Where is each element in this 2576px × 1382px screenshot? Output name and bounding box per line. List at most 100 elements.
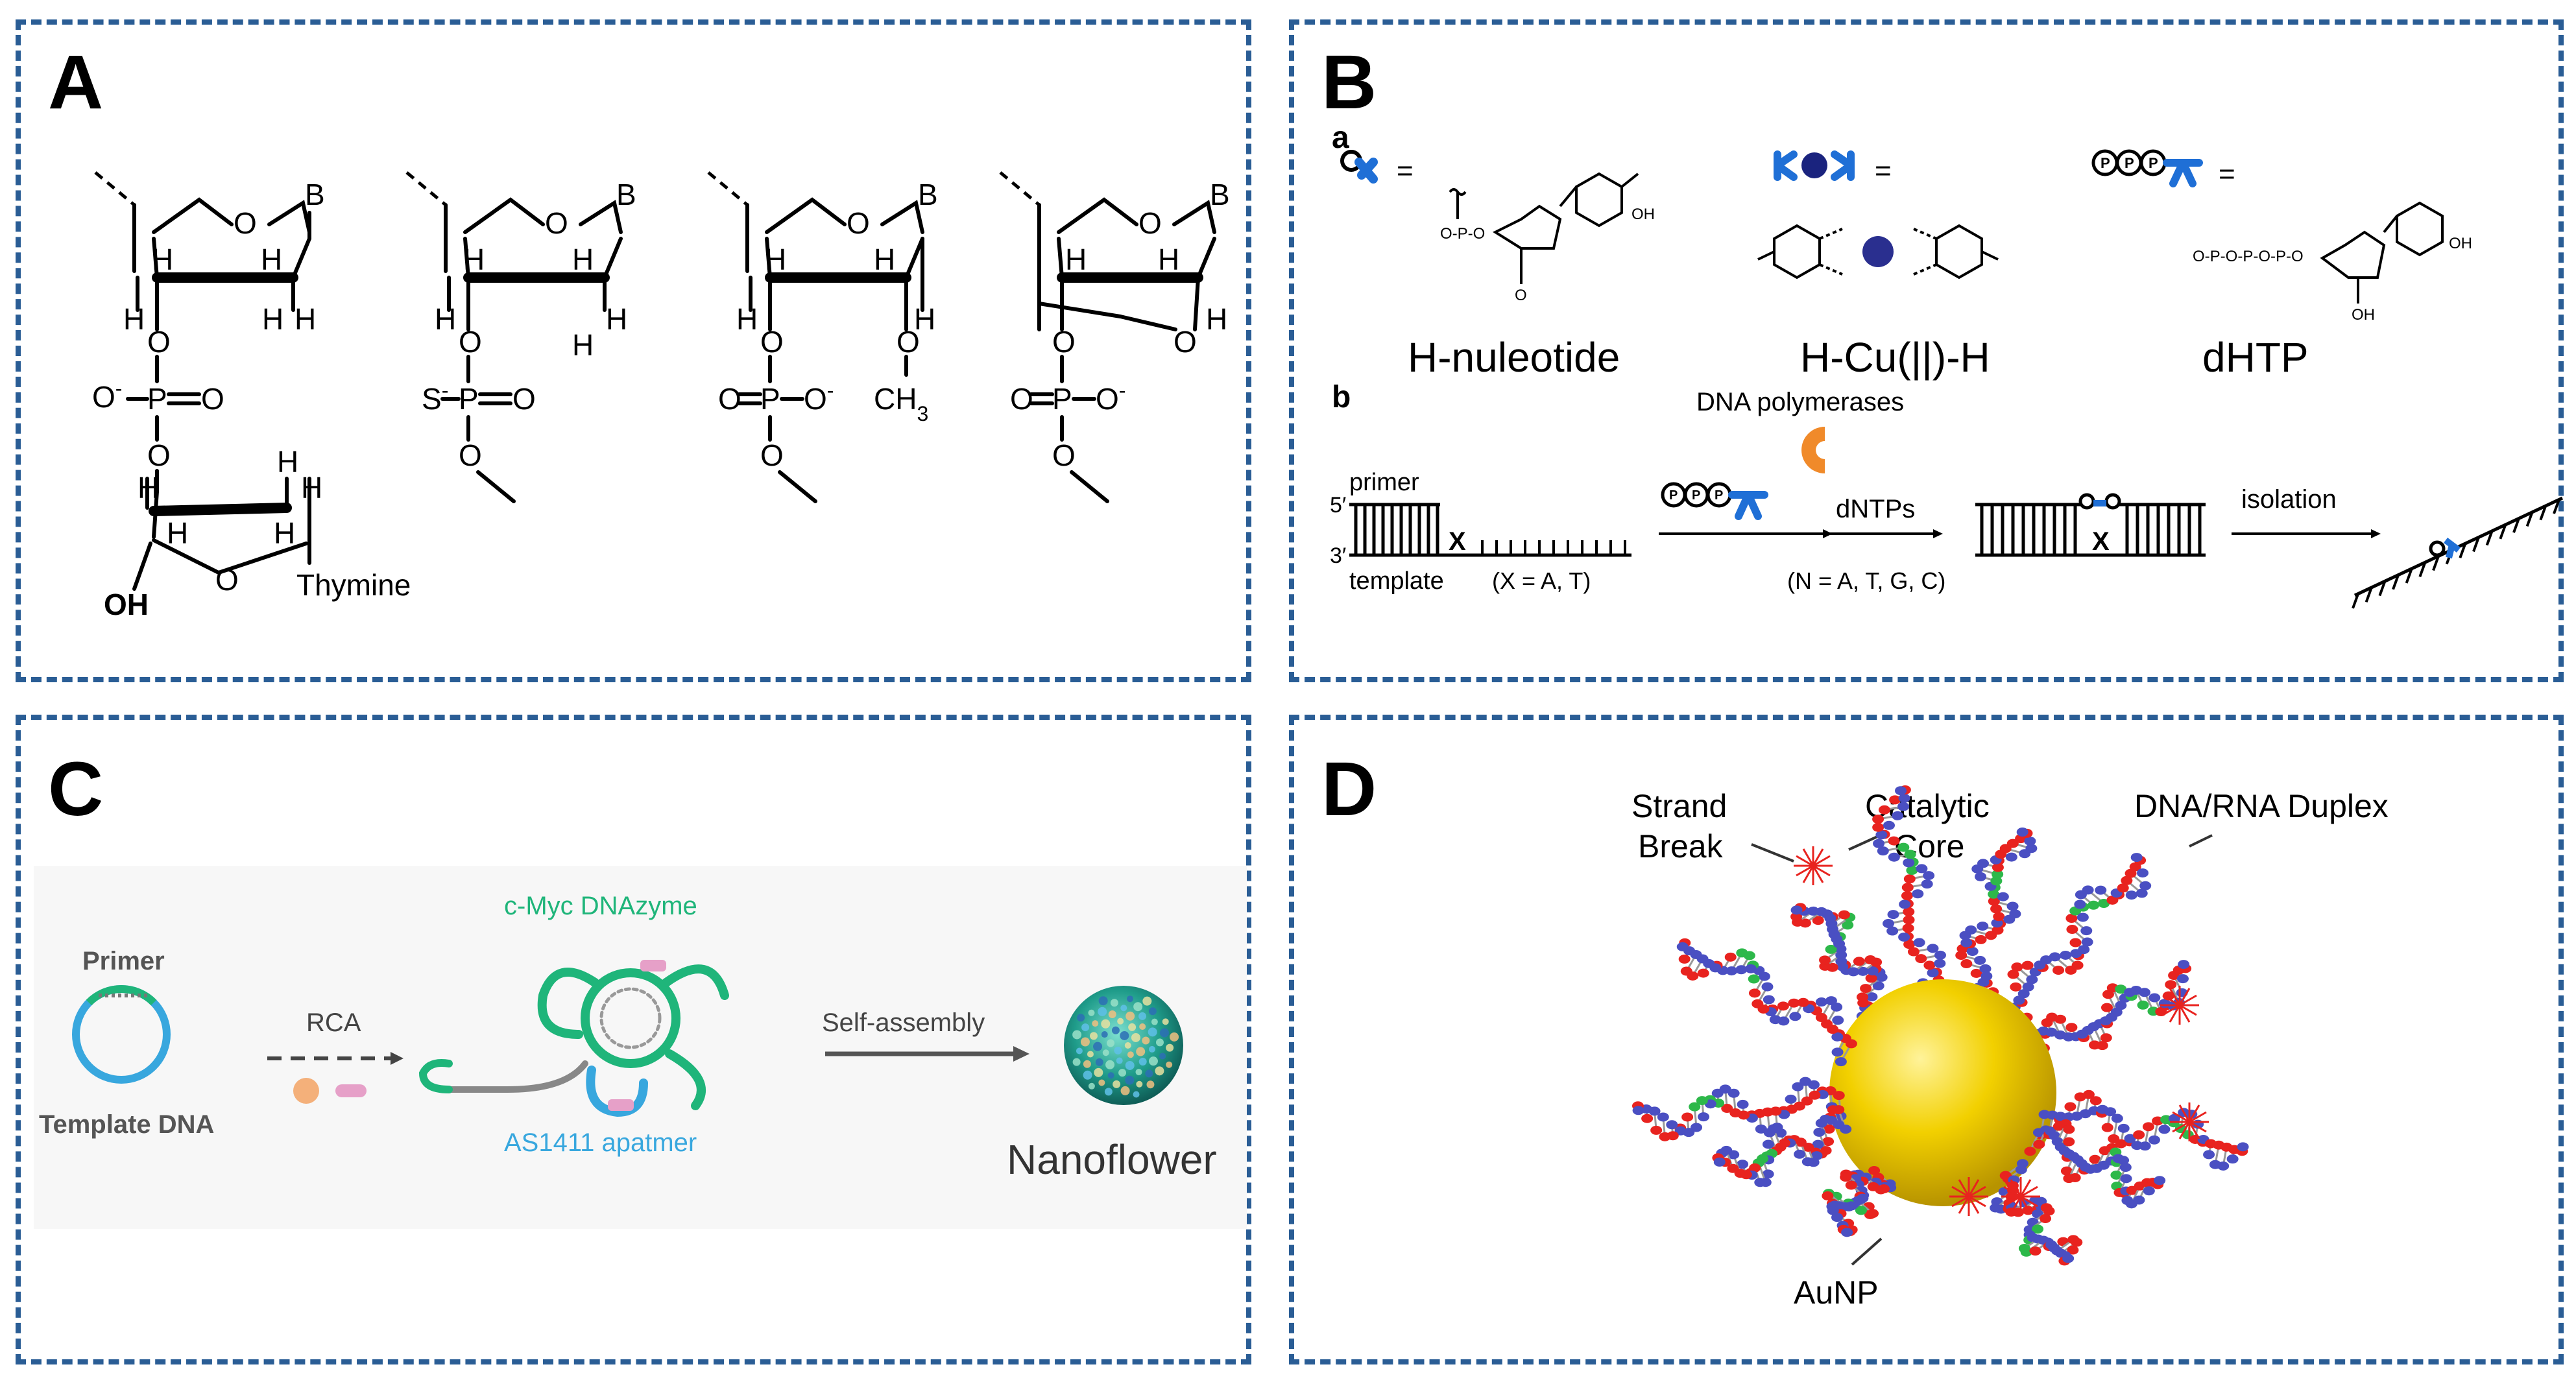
rna-nucleotide xyxy=(1897,842,1910,852)
dna-nucleotide xyxy=(1921,879,1933,889)
dna-duplex-strand xyxy=(1676,938,1857,1067)
dna-duplex-strand xyxy=(1955,828,2038,1003)
rna-nucleotide xyxy=(1888,836,1900,846)
dna-nucleotide xyxy=(2237,1142,2249,1152)
dna-nucleotide xyxy=(2119,1162,2132,1172)
rna-nucleotide xyxy=(1975,935,1987,944)
rna-nucleotide xyxy=(2110,1170,2123,1180)
equals-1: = xyxy=(1397,155,1414,187)
burst-ray xyxy=(1812,865,1824,883)
rna-nucleotide xyxy=(2071,1237,2083,1247)
nanoflower-speck xyxy=(1077,1014,1085,1022)
nanoflower-speck xyxy=(1076,1047,1083,1054)
burst-ray xyxy=(1951,1185,1969,1198)
dna-nucleotide xyxy=(2076,912,2089,922)
strand-base xyxy=(2539,505,2547,521)
nanoflower-speck xyxy=(1127,1051,1134,1058)
burst-ray xyxy=(1958,1196,1970,1214)
rna-nucleotide xyxy=(2021,960,2034,970)
rna-nucleotide xyxy=(1907,947,1920,957)
circular-template xyxy=(72,984,171,1084)
burst-ray xyxy=(2019,1179,2032,1197)
dhtp-p3: P xyxy=(2149,155,2158,171)
dna-nucleotide xyxy=(1755,1124,1767,1134)
dna-nucleotide xyxy=(2081,937,2093,947)
rna-nucleotide xyxy=(1872,822,1884,832)
dna-nucleotide xyxy=(2139,1141,2151,1151)
nanoflower-speck xyxy=(1083,1060,1091,1068)
dna-nucleotide xyxy=(2049,952,2061,962)
dhtp-structure: O-P-O-P-O-P-O OH OH xyxy=(2193,201,2472,324)
dna-nucleotide xyxy=(2080,926,2093,936)
rna-nucleotide xyxy=(2101,1123,2113,1132)
burst-ray xyxy=(1812,848,1824,866)
a4-h3: H xyxy=(1206,302,1227,336)
dna-nucleotide xyxy=(1997,892,2009,901)
rna-nucleotide xyxy=(2007,970,2019,979)
rna-nucleotide xyxy=(1902,923,1914,933)
a3-b: B xyxy=(918,178,938,211)
equals-3: = xyxy=(2219,158,2235,190)
extended-duplex: X xyxy=(1975,493,2206,557)
burst-ray xyxy=(2169,1005,2181,1023)
burst-ray xyxy=(2189,1121,2207,1133)
nanoflower-speck xyxy=(1133,1091,1140,1098)
a2-ring-o: O xyxy=(545,206,568,240)
dna-nucleotide xyxy=(2217,1161,2230,1171)
nanoflower-speck xyxy=(1088,1009,1095,1016)
name-h-nucleotide: H-nuleotide xyxy=(1408,334,1620,381)
strand-break-line2: Break xyxy=(1638,828,1724,864)
dna-nucleotide xyxy=(1815,997,1827,1007)
dna-nucleotide xyxy=(2133,1195,2145,1205)
rca-arrow xyxy=(267,1052,403,1104)
rna-nucleotide xyxy=(1748,974,1760,984)
burst-ray xyxy=(1968,1195,1986,1208)
dna-nucleotide xyxy=(1815,1118,1827,1128)
rna-nucleotide xyxy=(2006,839,2019,848)
dna-nucleotide xyxy=(1960,938,1973,947)
rna-nucleotide xyxy=(1827,1105,1839,1115)
rna-nucleotide xyxy=(1697,968,1709,978)
dhtp-symbol-small: P P P xyxy=(1661,482,1768,520)
nanoflower-speck xyxy=(1081,1023,1090,1032)
burst-ray xyxy=(2162,1004,2180,1016)
a2-h1: H xyxy=(463,243,485,276)
strand-base xyxy=(2432,555,2440,571)
rna-nucleotide xyxy=(2024,1147,2036,1156)
a1-thymine: Thymine xyxy=(296,568,411,602)
h-nucleotide-symbol: = xyxy=(1340,150,1414,187)
a4-p: P xyxy=(1052,382,1072,416)
svg-text:O-P-O: O-P-O xyxy=(1440,225,1485,243)
a4-h2: H xyxy=(1158,243,1179,276)
nanoflower-speck xyxy=(1080,1037,1090,1047)
burst-ray xyxy=(2020,1185,2038,1198)
dna-nucleotide xyxy=(2154,1176,2166,1185)
a2-o1: O xyxy=(459,325,482,359)
dna-nucleotide xyxy=(1762,1139,1774,1149)
nanoflower-speck xyxy=(1101,1019,1111,1029)
rna-nucleotide xyxy=(1815,1013,1827,1023)
template-dna-label: Template DNA xyxy=(39,1110,214,1139)
dna-nucleotide xyxy=(2111,1114,2123,1123)
dna-nucleotide xyxy=(1801,1157,1814,1167)
nanoflower-speck xyxy=(1136,1080,1143,1088)
panel-b-label: B xyxy=(1321,40,1377,125)
nanoflower-speck xyxy=(1124,1042,1131,1049)
panel-c-diagram: Primer Template DNA RCA c-Myc DNAzyme xyxy=(34,866,1247,1229)
dna-nucleotide xyxy=(1977,859,1989,868)
nanoflower-speck xyxy=(1166,1061,1173,1068)
dna-nucleotide xyxy=(1927,944,1939,953)
burst-ray xyxy=(2003,1185,2021,1198)
a4-o1: O xyxy=(1052,325,1076,359)
strand-break-burst xyxy=(2160,986,2199,1025)
dna-nucleotide xyxy=(1763,995,1775,1005)
arrow-2 xyxy=(1823,529,1943,538)
a2-h5: H xyxy=(606,302,627,336)
a1-p: P xyxy=(147,382,167,416)
nanoflower-speck xyxy=(1072,1058,1081,1066)
dna-nucleotide xyxy=(2060,950,2072,960)
a1-h6: H xyxy=(138,471,159,505)
rna-nucleotide xyxy=(1777,1001,1789,1011)
dna-nucleotide xyxy=(1965,925,1977,935)
dna-nucleotide xyxy=(1934,959,1946,968)
